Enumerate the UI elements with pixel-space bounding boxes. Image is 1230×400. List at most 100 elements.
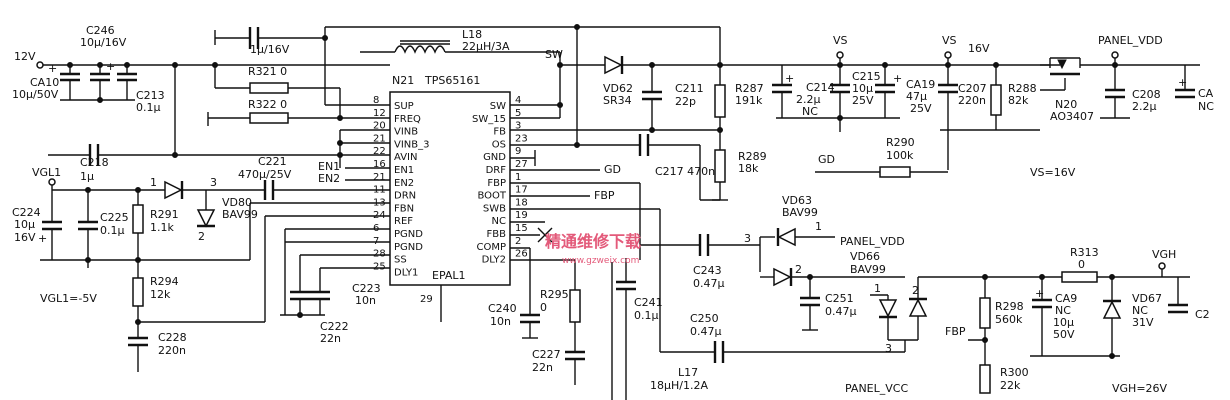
c217-label: C217 470n [655, 165, 715, 178]
r287-ref: R287 [735, 82, 764, 95]
nc-right: NC [1198, 100, 1214, 113]
l18-ref: L18 [462, 28, 482, 41]
c241-ref: C241 [634, 296, 663, 309]
ic-ref: N21 [392, 74, 414, 87]
ca10-ref: CA10 [30, 76, 59, 89]
c246-ref: C246 [86, 24, 115, 37]
ic-right-pin-num: 5 [515, 108, 521, 119]
c250-ref: C250 [690, 312, 719, 325]
ic-right-pin-name: SW_15 [472, 114, 506, 125]
ic-right-pin-name: FBB [487, 229, 507, 240]
vd63-ref: VD63 [782, 194, 812, 207]
c218-value: 1μ [80, 170, 94, 183]
r294-ref: R294 [150, 275, 179, 288]
ic-right-pin-name: SWB [483, 203, 506, 214]
watermark: 精通维修下载 www.gzweix.com [545, 232, 641, 266]
vd63-pin-3: 3 [744, 232, 751, 245]
ca9-nc: NC [1055, 304, 1071, 317]
vd63-pin-1: 1 [815, 220, 822, 233]
vd66-value: BAV99 [850, 263, 886, 276]
c2-label: C2 [1195, 308, 1210, 321]
r298-value: 560k [995, 313, 1023, 326]
r289-ref: R289 [738, 150, 767, 163]
c211-ref: C211 [675, 82, 704, 95]
ic-pad-pin: 29 [420, 294, 433, 305]
vd62-value: SR34 [603, 94, 632, 107]
inductor-l18: L18 22μH/3A [360, 28, 560, 54]
ic-left-pin-num: 22 [373, 146, 386, 157]
ca10-value: 10μ/50V [12, 88, 59, 101]
l17-value: 18μH/1.2A [650, 379, 708, 392]
ic-left-pin-num: 21 [373, 172, 386, 183]
net-gd-2: GD [818, 153, 835, 166]
r291-value: 1.1k [150, 221, 174, 234]
r313-value: 0 [1078, 258, 1085, 271]
c241-value: 0.1μ [634, 309, 659, 322]
l18-value: 22μH/3A [462, 40, 510, 53]
vd67-nc: NC [1132, 304, 1148, 317]
c222-ref: C222 [320, 320, 349, 333]
ic-right-pin-name: BOOT [477, 191, 506, 202]
ca-right: CA [1198, 87, 1214, 100]
svg-text:+: + [1178, 76, 1187, 89]
r322-label: R322 0 [248, 98, 287, 111]
ic-right-pin-name: SW [490, 101, 506, 112]
net-vgl-eq: VGL1=-5V [40, 292, 97, 305]
ic-right-pin-name: GND [483, 152, 506, 163]
r289-value: 18k [738, 162, 759, 175]
net-gd-1: GD [604, 163, 621, 176]
vd63-value: BAV99 [782, 206, 818, 219]
vd67-ref: VD67 [1132, 292, 1162, 305]
vs-output: + C214 2.2μ NC VS C215 10μ 25V + VS 16V … [772, 34, 1076, 179]
vd66-pin-3: 3 [885, 342, 892, 355]
ic-left-pin-name: EN2 [394, 178, 414, 189]
r300-ref: R300 [1000, 366, 1029, 379]
ic-left-pin-name: PGND [394, 229, 423, 240]
ic-left-pin-name: DRN [394, 191, 416, 202]
c208-value: 2.2μ [1132, 100, 1157, 113]
net-en1: EN1 [318, 160, 340, 173]
c215-value: 10μ [852, 82, 873, 95]
ic-left-pin-name: REF [394, 216, 413, 227]
net-16v: 16V [968, 42, 990, 55]
c208-ref: C208 [1132, 88, 1161, 101]
ic-right-pin-num: 1 [515, 172, 521, 183]
ic-right-pin-num: 23 [515, 133, 528, 144]
ca9-volt: 50V [1053, 328, 1075, 341]
ic-left-pin-num: 25 [373, 261, 386, 272]
ic-part: TPS65161 [424, 74, 480, 87]
mosfet-n20: N20 AO3407 PANEL_VDD C208 2.2μ + CA NC [1040, 34, 1214, 123]
ic-right-pin-num: 18 [515, 197, 528, 208]
ic-left-pin-num: 20 [373, 121, 386, 132]
ca19-volt: 25V [910, 102, 932, 115]
c213-ref: C213 [136, 89, 165, 102]
c250-value: 0.47μ [690, 325, 722, 338]
r313-ref: R313 [1070, 246, 1099, 259]
c-1u16v-value: 1μ/16V [250, 43, 290, 56]
vd67-value: 31V [1132, 316, 1154, 329]
r290-value: 100k [886, 149, 914, 162]
c221-ref: C221 [258, 155, 287, 168]
vgh-section: R313 0 VGH R298 560k R300 22k FBP + CA9 … [918, 246, 1210, 395]
input-section: 12V 1μ/16V C246 10μ/16V + CA10 10μ/50V + [12, 24, 720, 185]
ss-dly-caps: C223 10n C222 22n [280, 228, 390, 345]
c223-value: 10n [355, 294, 376, 307]
net-en2: EN2 [318, 172, 340, 185]
ic-right-pin-num: 15 [515, 223, 528, 234]
diode-vd62: VD62 SR34 [603, 55, 782, 107]
vd80-ref: VD80 [222, 196, 252, 209]
c214-ref: C214 [806, 81, 835, 94]
ic-right-pins: SW4SW_155FB3OS23GND9DRF27FBP1BOOT17SWB18… [472, 95, 528, 266]
vd66-pin-2b: 2 [912, 284, 919, 297]
net-vgl1: VGL1 [32, 166, 61, 179]
ic-right-pin-num: 9 [515, 146, 521, 157]
r300-value: 22k [1000, 379, 1021, 392]
net-fbp-2: FBP [945, 325, 966, 338]
c224-ref: C224 [12, 206, 41, 219]
ic-right-pin-num: 27 [515, 159, 528, 170]
r294-value: 12k [150, 288, 171, 301]
c225-ref: C225 [100, 211, 129, 224]
net-panel-vdd-2: PANEL_VDD [840, 235, 905, 248]
r291-ref: R291 [150, 208, 179, 221]
